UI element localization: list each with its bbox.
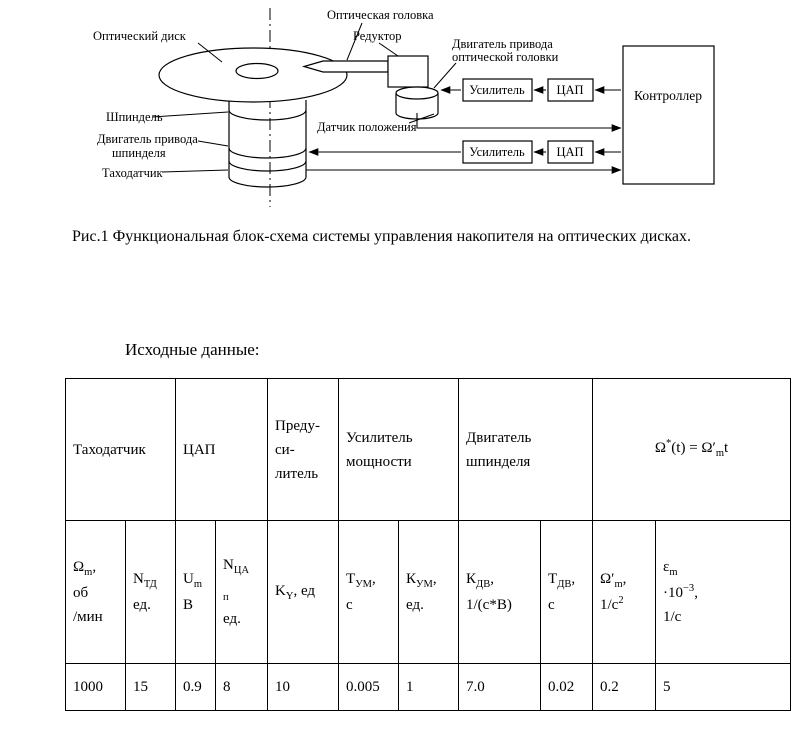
col-header-k-dv: КДВ,1/(с*В) [458, 520, 542, 664]
col-header-omega-m: Ωm,об/мин [65, 520, 126, 664]
group-header-formula: Ω*(t) = Ω′mt [592, 378, 792, 521]
value-u-m: 0.9 [175, 663, 217, 711]
value-omega-prime: 0.2 [592, 663, 657, 711]
label-position-sensor: Датчик положения [317, 120, 417, 134]
optical-head-arm [301, 60, 389, 73]
value-n-td: 15 [124, 663, 177, 711]
block-diagram-figure: Оптическая головка Оптический диск Редук… [93, 8, 715, 207]
controller-box [622, 45, 715, 185]
spindle-assembly [228, 100, 307, 188]
label-controller: Контроллер [634, 88, 702, 103]
group-header-dac: ЦАП [175, 378, 269, 521]
signal-arrows [306, 86, 622, 174]
label-spindle: Шпиндель [106, 110, 163, 124]
figure-labels: Оптическая головка Оптический диск Редук… [93, 8, 702, 180]
label-optical-disk: Оптический диск [93, 29, 187, 43]
initial-data-table: Таходатчик ЦАП Преду-си-литель Усилитель… [64, 378, 792, 711]
group-header-preamp: Преду-си-литель [267, 378, 340, 521]
label-amplifier-1: Усилитель [469, 83, 525, 97]
label-dac-1: ЦАП [556, 83, 583, 97]
dac1-box [547, 78, 594, 102]
value-epsilon: 5 [655, 663, 792, 711]
label-leader-lines [151, 22, 457, 173]
col-header-t-um: ТУМ,с [338, 520, 400, 664]
value-omega-m: 1000 [65, 663, 126, 711]
amplifier2-box [462, 140, 533, 164]
label-amplifier-2: Усилитель [469, 145, 525, 159]
reducer-box [387, 55, 429, 88]
value-k-um: 1 [398, 663, 460, 711]
col-header-omega-prime: Ω′m,1/с2 [592, 520, 657, 664]
label-spindle-motor-line2: шпинделя [112, 146, 166, 160]
amplifier1-box [462, 78, 533, 102]
dac2-box [547, 140, 594, 164]
value-k-y: 10 [267, 663, 340, 711]
col-header-k-y: KY, ед [267, 520, 340, 664]
col-header-k-um: КУМ,ед. [398, 520, 460, 664]
col-header-epsilon: εm·10−3,1/с [655, 520, 792, 664]
label-dac-2: ЦАП [556, 145, 583, 159]
label-reducer: Редуктор [353, 29, 402, 43]
disk-hole [235, 62, 279, 80]
value-t-um: 0.005 [338, 663, 400, 711]
label-head-motor-line1: Двигатель привода [452, 37, 553, 51]
label-optical-head: Оптическая головка [327, 8, 434, 22]
head-motor-cylinder [395, 86, 439, 120]
group-header-tachometer: Таходатчик [64, 378, 177, 521]
label-head-motor-line2: оптической головки [452, 50, 559, 64]
value-n-dac: 8 [215, 663, 269, 711]
figure-caption: Рис.1 Функциональная блок-схема системы … [72, 228, 692, 245]
label-tachometer: Таходатчик [102, 166, 164, 180]
table-group-header-row: Таходатчик ЦАП Преду-си-литель Усилитель… [64, 378, 792, 521]
section-heading: Исходные данные: [125, 340, 260, 359]
value-k-dv: 7.0 [458, 663, 542, 711]
label-spindle-motor-line1: Двигатель привода [97, 132, 198, 146]
col-header-t-dv: ТДВ,с [540, 520, 594, 664]
value-t-dv: 0.02 [540, 663, 594, 711]
table-values-row: 1000 15 0.9 8 10 0.005 1 7.0 0.02 0.2 5 [65, 663, 792, 711]
control-boxes [462, 45, 715, 185]
